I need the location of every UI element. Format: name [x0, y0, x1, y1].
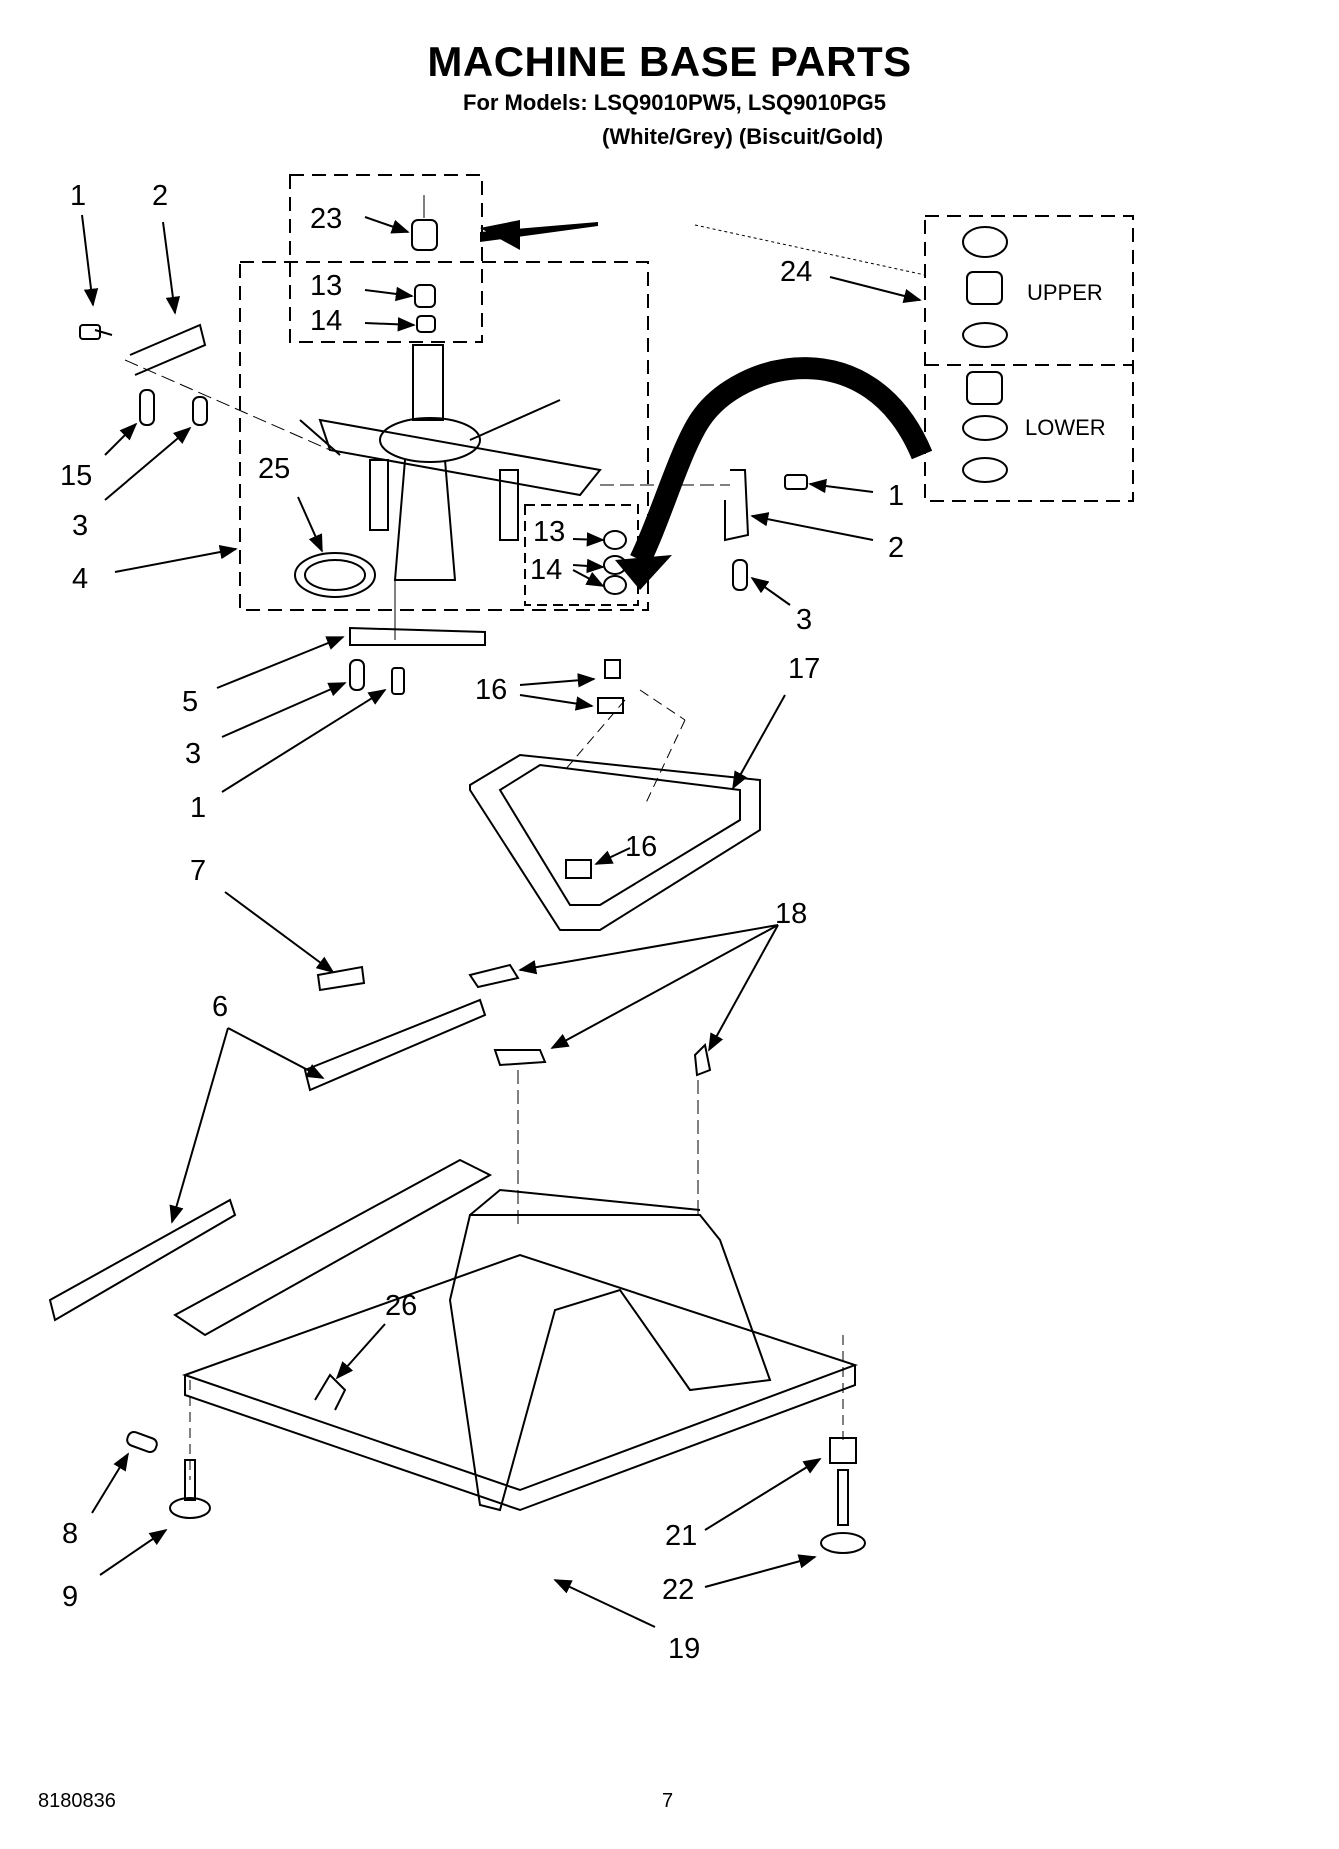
colors-line: (White/Grey) (Biscuit/Gold)	[602, 124, 884, 149]
callout-17: 17	[788, 653, 821, 685]
doc-number: 8180836	[38, 1790, 116, 1812]
callout-21: 21	[665, 1520, 698, 1552]
callout-14-lower: 14	[530, 554, 563, 586]
page-title: MACHINE BASE PARTS	[427, 38, 912, 85]
callout-24: 24	[780, 256, 813, 288]
callout-16: 16	[475, 674, 508, 706]
callout-26: 26	[385, 1290, 418, 1322]
callout-8: 8	[62, 1518, 79, 1550]
assembly-arrow	[630, 357, 933, 565]
page-number: 7	[662, 1790, 674, 1812]
callout-1-right: 1	[888, 480, 905, 512]
callout-7: 7	[190, 855, 207, 887]
callout-14: 14	[310, 305, 343, 337]
models-line: For Models: LSQ9010PW5, LSQ9010PG5	[463, 90, 887, 115]
callout-9: 9	[62, 1581, 79, 1613]
callout-4: 4	[72, 563, 89, 595]
callout-2: 2	[152, 180, 169, 212]
callout-3: 3	[72, 510, 89, 542]
callout-13-lower: 13	[533, 516, 566, 548]
upper-label: UPPER	[1027, 280, 1103, 305]
callout-3-lower: 3	[185, 738, 202, 770]
transmission-group-box	[239, 261, 649, 611]
lower-label: LOWER	[1025, 415, 1106, 440]
callout-16-lower: 16	[625, 831, 658, 863]
callout-6: 6	[212, 991, 229, 1023]
callout-1: 1	[70, 180, 87, 212]
callout-3-right: 3	[796, 604, 813, 636]
callout-19: 19	[668, 1633, 701, 1665]
bearing-kit-box	[924, 215, 1134, 502]
callout-23: 23	[310, 203, 343, 235]
callout-2-right: 2	[888, 532, 905, 564]
callout-13: 13	[310, 270, 343, 302]
callout-22: 22	[662, 1574, 695, 1606]
callout-5: 5	[182, 686, 199, 718]
callout-1-lower: 1	[190, 792, 207, 824]
callout-25: 25	[258, 453, 291, 485]
callout-18: 18	[775, 898, 808, 930]
seal-group-box	[289, 174, 483, 343]
callout-15: 15	[60, 460, 93, 492]
